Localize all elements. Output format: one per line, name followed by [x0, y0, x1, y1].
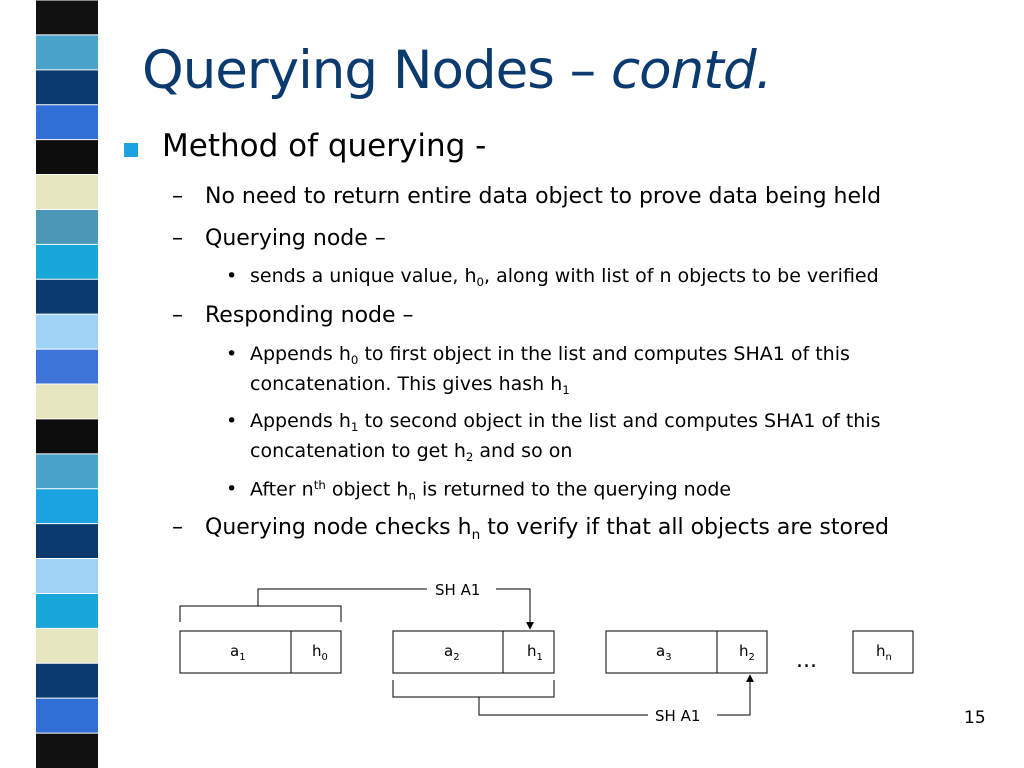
stripe-segment: [36, 523, 98, 560]
stripe-segment: [36, 384, 98, 420]
stripe-segment: [36, 244, 98, 280]
stripe-segment: [36, 174, 98, 210]
box1-a-label: a1: [230, 642, 246, 663]
top-bracket: [179, 605, 342, 622]
text: After n: [250, 478, 314, 501]
subscript: 1: [562, 383, 570, 398]
stripe-segment: [36, 663, 98, 699]
text: , along with list of n objects to be ver…: [484, 265, 879, 287]
slide-title: Querying Nodes – contd.: [142, 40, 772, 101]
item-no-need: No need to return entire data object to …: [205, 184, 882, 209]
stripe-segment: [36, 698, 98, 734]
item-after-nth-object: After nth object hn is returned to the q…: [250, 478, 731, 503]
stripe-segment: [36, 279, 98, 315]
subscript: 0: [350, 353, 359, 368]
box2-a-label: a2: [444, 642, 460, 663]
dot-bullet-icon: •: [226, 265, 238, 287]
top-connector: [257, 588, 427, 606]
subscript: 2: [465, 450, 474, 465]
bullet-method-of-querying: Method of querying -: [162, 128, 487, 164]
text: and so on: [473, 440, 573, 462]
object-box-last: [852, 630, 914, 674]
stripe-segment: [36, 488, 98, 525]
square-bullet-icon: [124, 143, 138, 157]
bottom-arrow: [717, 674, 754, 716]
superscript: th: [313, 478, 326, 492]
text: object h: [325, 478, 409, 501]
text: to verify if that all objects are stored: [480, 515, 890, 540]
bottom-bracket: [392, 680, 555, 698]
item-appends-h0-cont: concatenation. This gives hash h1: [250, 373, 570, 397]
box1-h-label: h0: [312, 642, 328, 663]
dash-icon: –: [172, 226, 183, 251]
subscript: 0: [476, 275, 485, 290]
item-appends-h0: Appends h0 to first object in the list a…: [250, 343, 850, 367]
object-box-1: [179, 630, 342, 674]
text: Querying node checks h: [205, 515, 472, 540]
title-main: Querying Nodes –: [142, 40, 612, 101]
item-querying-node: Querying node –: [205, 226, 386, 251]
text: to first object in the list and computes…: [358, 343, 850, 365]
title-italic: contd.: [611, 40, 772, 101]
text: concatenation. This gives hash h: [250, 373, 563, 395]
stripe-segment: [36, 34, 98, 71]
object-box-3: [605, 630, 768, 674]
stripe-segment: [36, 453, 98, 490]
box3-a-label: a3: [656, 642, 672, 663]
subscript: 1: [350, 420, 359, 435]
dash-icon: –: [172, 515, 183, 540]
top-arrow: [496, 588, 534, 630]
item-appends-h1: Appends h1 to second object in the list …: [250, 410, 881, 434]
item-querying-node-checks: Querying node checks hn to verify if tha…: [205, 515, 889, 543]
stripe-segment: [36, 314, 98, 350]
text: to second object in the list and compute…: [358, 410, 881, 432]
stripe-segment: [36, 139, 98, 176]
item-appends-h1-cont: concatenation to get h2 and so on: [250, 440, 572, 464]
dot-bullet-icon: •: [226, 410, 238, 432]
stripe-segment: [36, 733, 98, 768]
dash-icon: –: [172, 303, 183, 328]
item-responding-node: Responding node –: [205, 303, 414, 328]
stripe-segment: [36, 418, 98, 455]
subscript: n: [471, 526, 481, 543]
ellipsis: ...: [796, 648, 817, 673]
dash-icon: –: [172, 184, 183, 209]
text: Appends h: [250, 410, 351, 432]
stripe-segment: [36, 593, 98, 629]
bottom-connector: [478, 697, 648, 716]
last-h-label: hn: [876, 642, 892, 663]
stripe-segment: [36, 209, 98, 245]
stripe-segment: [36, 69, 98, 106]
box2-h-label: h1: [527, 642, 543, 663]
sha1-top-label: SH A1: [435, 581, 480, 599]
item-sends-unique-value: sends a unique value, h0, along with lis…: [250, 265, 879, 289]
text: Appends h: [250, 343, 351, 365]
dot-bullet-icon: •: [226, 478, 238, 500]
box3-h-label: h2: [739, 642, 755, 663]
dot-bullet-icon: •: [226, 343, 238, 365]
stripe-segment: [36, 558, 98, 594]
decorative-stripe-bar: [36, 0, 98, 768]
stripe-segment: [36, 349, 98, 385]
sha1-bottom-label: SH A1: [655, 707, 700, 725]
stripe-segment: [36, 0, 98, 36]
object-box-2: [392, 630, 555, 674]
subscript: n: [408, 488, 416, 503]
text: concatenation to get h: [250, 440, 466, 462]
page-number: 15: [964, 708, 986, 728]
text: is returned to the querying node: [415, 478, 732, 501]
stripe-segment: [36, 104, 98, 141]
stripe-segment: [36, 628, 98, 664]
text: sends a unique value, h: [250, 265, 477, 287]
